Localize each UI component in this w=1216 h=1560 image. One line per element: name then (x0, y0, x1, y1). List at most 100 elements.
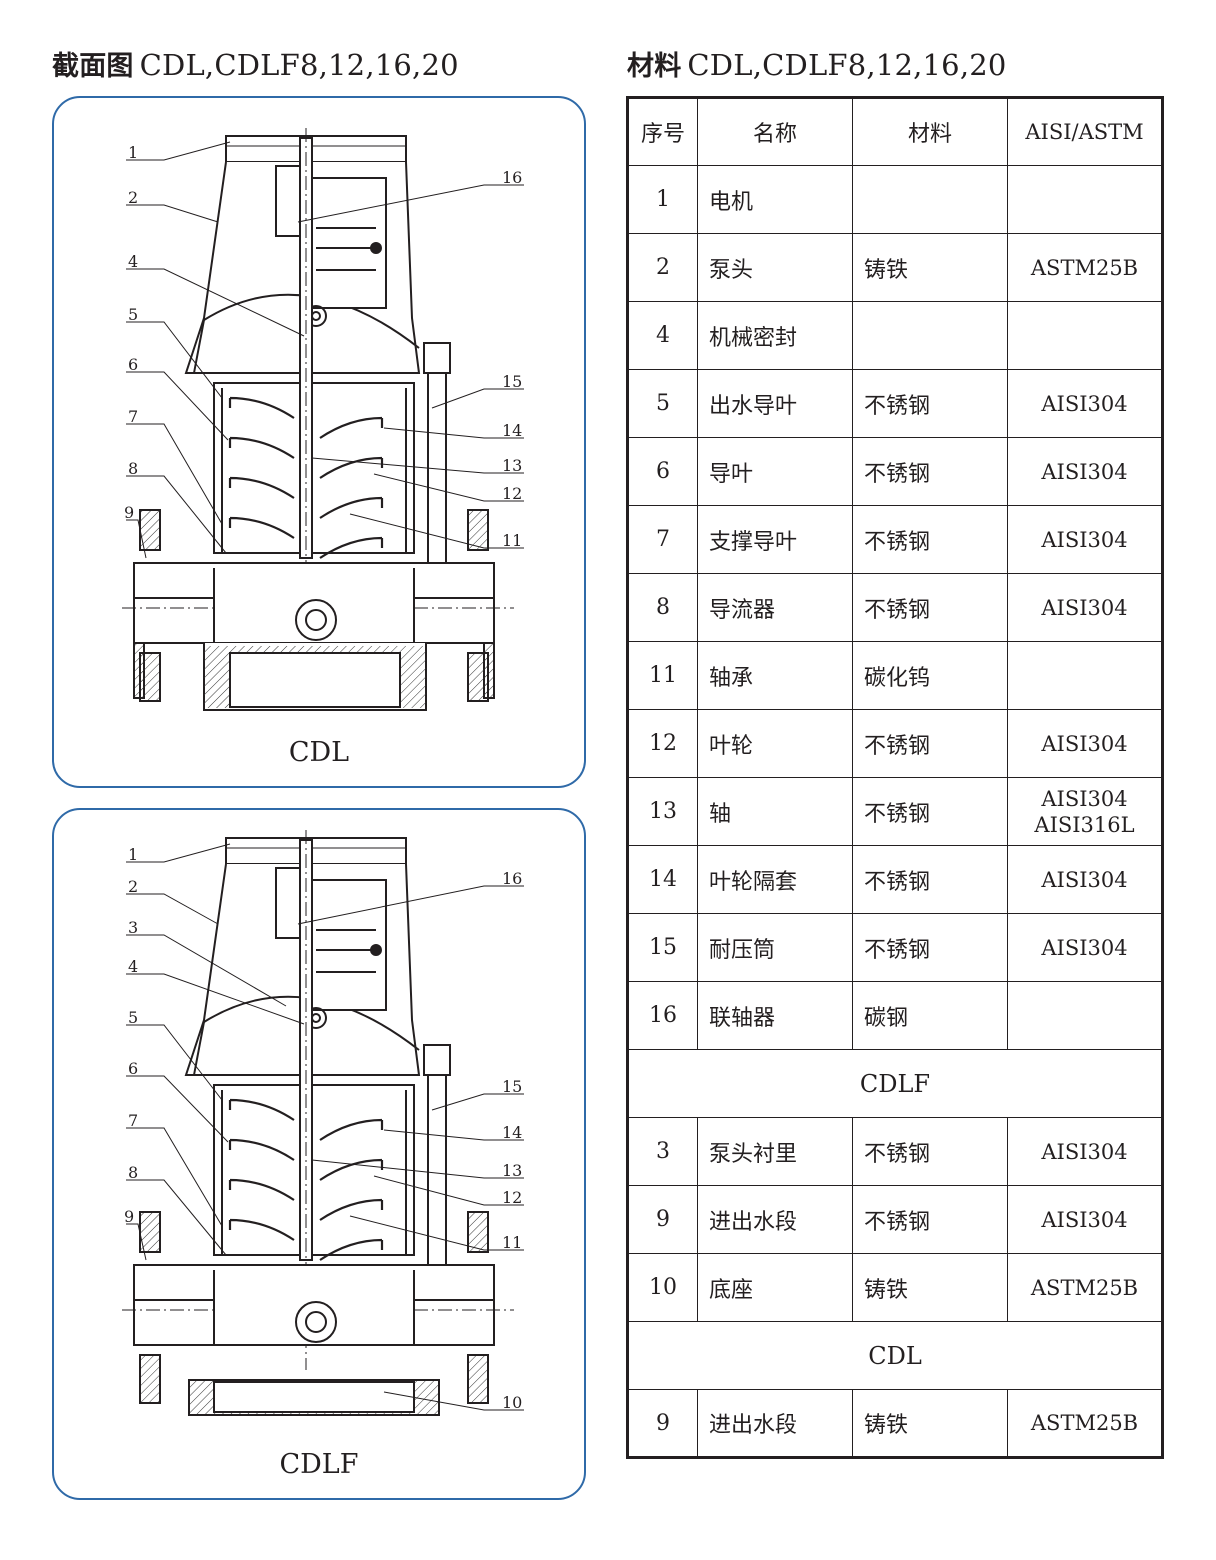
part-material: 碳钢 (852, 981, 1008, 1050)
diagram-label-3: 3 (128, 918, 138, 937)
part-number: 9 (627, 1389, 698, 1458)
part-number: 14 (627, 845, 698, 914)
part-name: 泵头衬里 (697, 1117, 853, 1186)
part-material: 不锈钢 (852, 1117, 1008, 1186)
aisi-code: AISI316L (1034, 812, 1135, 837)
part-aisi-astm (1007, 301, 1163, 370)
part-material: 铸铁 (852, 1389, 1008, 1458)
diagram-label-10: 10 (502, 1393, 522, 1412)
part-aisi-astm: AISI304 (1007, 573, 1163, 642)
cdlf-diagram-caption: CDLF (279, 1449, 359, 1480)
part-number: 7 (627, 505, 698, 574)
part-material: 铸铁 (852, 233, 1008, 302)
part-material: 不锈钢 (852, 505, 1008, 574)
part-name: 联轴器 (697, 981, 853, 1050)
part-material: 铸铁 (852, 1253, 1008, 1322)
header-material: 材料 (852, 97, 1008, 166)
part-aisi-astm: AISI304 (1007, 505, 1163, 574)
part-aisi-astm (1007, 981, 1163, 1050)
part-material: 不锈钢 (852, 369, 1008, 438)
part-material: 不锈钢 (852, 777, 1008, 846)
part-number: 13 (627, 777, 698, 846)
aisi-code: AISI304 (1041, 1207, 1128, 1232)
materials-title-models: CDL,CDLF8,12,16,20 (687, 48, 1007, 82)
part-number: 6 (627, 437, 698, 506)
part-aisi-astm: ASTM25B (1007, 1253, 1163, 1322)
part-number: 8 (627, 573, 698, 642)
diagram-label-7: 7 (128, 1111, 138, 1130)
diagram-label-6: 6 (128, 1059, 138, 1078)
part-name: 叶轮隔套 (697, 845, 853, 914)
diagram-label-1: 1 (128, 143, 138, 162)
part-material: 不锈钢 (852, 1185, 1008, 1254)
cdlf-pump-cross-section: 1 2 3 4 5 6 7 8 9 16 15 14 13 12 11 10 (122, 830, 524, 1416)
table-header-row: 序号 名称 材料 AISI/ASTM (627, 97, 1163, 166)
diagram-label-14: 14 (502, 1123, 522, 1142)
diagram-label-2: 2 (128, 877, 138, 896)
part-material: 不锈钢 (852, 709, 1008, 778)
aisi-code: AISI304 (1041, 595, 1128, 620)
diagram-label-12: 12 (502, 484, 522, 503)
diagram-label-7: 7 (128, 407, 138, 426)
aisi-code: AISI304 (1041, 786, 1128, 811)
diagram-label-16: 16 (502, 168, 522, 187)
diagram-label-6: 6 (128, 355, 138, 374)
table-section-row: CDLF (627, 1049, 1163, 1118)
part-number: 16 (627, 981, 698, 1050)
part-aisi-astm (1007, 165, 1163, 234)
part-name: 叶轮 (697, 709, 853, 778)
section-drawing-title-models: CDL,CDLF8,12,16,20 (139, 48, 459, 82)
aisi-code: AISI304 (1041, 935, 1128, 960)
diagram-label-1: 1 (128, 845, 138, 864)
diagram-label-12: 12 (502, 1188, 522, 1207)
header-number: 序号 (627, 97, 698, 166)
part-name: 支撑导叶 (697, 505, 853, 574)
part-aisi-astm (1007, 641, 1163, 710)
aisi-code: ASTM25B (1030, 1275, 1139, 1300)
materials-title-bold: 材料 (627, 51, 682, 82)
part-aisi-astm: AISI304 (1007, 437, 1163, 506)
part-number: 4 (627, 301, 698, 370)
section-label: CDLF (627, 1049, 1163, 1118)
part-name: 轴承 (697, 641, 853, 710)
part-name: 进出水段 (697, 1389, 853, 1458)
part-number: 10 (627, 1253, 698, 1322)
diagram-label-16: 16 (502, 869, 522, 888)
diagram-label-5: 5 (128, 1008, 138, 1027)
aisi-code: AISI304 (1041, 527, 1128, 552)
part-name: 底座 (697, 1253, 853, 1322)
part-material (852, 301, 1008, 370)
diagram-label-2: 2 (128, 188, 138, 207)
part-aisi-astm: AISI304 (1007, 913, 1163, 982)
part-number: 11 (627, 641, 698, 710)
section-drawing-title-bold: 截面图 (52, 51, 134, 82)
aisi-code: AISI304 (1041, 731, 1128, 756)
part-aisi-astm: AISI304 (1007, 845, 1163, 914)
part-material: 不锈钢 (852, 573, 1008, 642)
part-name: 电机 (697, 165, 853, 234)
diagram-label-4: 4 (128, 957, 138, 976)
diagram-label-9: 9 (124, 503, 134, 522)
part-material: 不锈钢 (852, 913, 1008, 982)
diagram-label-11: 11 (502, 1233, 522, 1252)
aisi-code: ASTM25B (1030, 255, 1139, 280)
aisi-code: AISI304 (1041, 867, 1128, 892)
part-material: 不锈钢 (852, 845, 1008, 914)
diagram-label-14: 14 (502, 421, 522, 440)
header-aisi-astm: AISI/ASTM (1007, 97, 1163, 166)
cdl-section-diagram-panel: 1 2 4 5 6 7 8 9 16 15 14 13 12 11 CDL (52, 96, 586, 788)
